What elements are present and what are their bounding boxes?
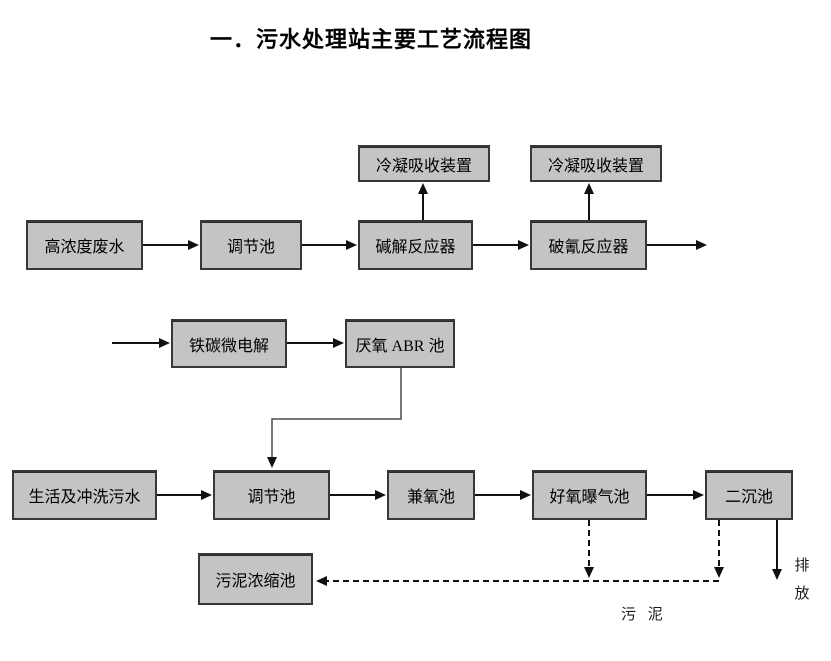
node-aerobic-aeration-tank: 好氧曝气池 <box>532 470 647 520</box>
node-condensation-absorption-left: 冷凝吸收装置 <box>358 145 490 182</box>
arrowhead-up-icon <box>584 183 594 194</box>
arrowhead-down-icon <box>714 567 724 578</box>
sludge-label: 污 泥 <box>621 607 667 623</box>
node-iron-carbon-micro-electrolysis: 铁碳微电解 <box>171 319 287 368</box>
arrowhead-left-icon <box>316 576 327 586</box>
edge-clarifier-sludge-dashed <box>714 520 724 578</box>
arrowhead-down-icon <box>584 567 594 578</box>
arrowhead-right-icon <box>201 490 212 500</box>
node-sludge-thickening-tank: 污泥浓缩池 <box>198 553 313 605</box>
edge-facultative-to-aerobic <box>475 490 531 500</box>
edge-aerobic-sludge-dashed <box>584 520 594 578</box>
node-domestic-flushing-sewage: 生活及冲洗污水 <box>12 470 157 520</box>
node-facultative-tank: 兼氧池 <box>387 470 475 520</box>
edge-sludge-to-thickener-dashed <box>316 576 719 586</box>
edge-clarifier-discharge <box>772 520 782 580</box>
node-regulating-tank-bottom: 调节池 <box>213 470 330 520</box>
edge-domestic-to-regulating2 <box>157 490 212 500</box>
arrowhead-right-icon <box>696 240 707 250</box>
arrowhead-down-icon <box>772 569 782 580</box>
edge-regulating1-to-alkaline <box>302 240 357 250</box>
edge-inflow-to-ironcarbon <box>112 338 170 348</box>
edge-ironcarbon-to-abr <box>287 338 344 348</box>
arrowhead-right-icon <box>159 338 170 348</box>
node-secondary-clarifier: 二沉池 <box>705 470 793 520</box>
page-title: 一．污水处理站主要工艺流程图 <box>210 27 533 52</box>
arrowhead-right-icon <box>333 338 344 348</box>
edge-highconc-to-regulating1 <box>143 240 199 250</box>
node-anaerobic-abr-tank: 厌氧 ABR 池 <box>345 319 455 368</box>
arrowhead-right-icon <box>520 490 531 500</box>
arrowhead-up-icon <box>418 183 428 194</box>
edge-aerobic-to-clarifier <box>647 490 704 500</box>
node-high-concentration-wastewater: 高浓度废水 <box>26 220 143 270</box>
node-alkaline-hydrolysis-reactor: 碱解反应器 <box>358 220 473 270</box>
node-condensation-absorption-right: 冷凝吸收装置 <box>530 145 662 182</box>
node-cyanide-breaking-reactor: 破氰反应器 <box>530 220 647 270</box>
arrowhead-right-icon <box>518 240 529 250</box>
arrowhead-right-icon <box>375 490 386 500</box>
discharge-label: 排放 <box>794 558 810 602</box>
edge-cyanide-to-condenser2 <box>584 183 594 220</box>
arrowhead-right-icon <box>346 240 357 250</box>
arrowhead-down-icon <box>267 457 277 468</box>
arrowhead-right-icon <box>693 490 704 500</box>
node-regulating-tank-top: 调节池 <box>200 220 302 270</box>
arrowhead-right-icon <box>188 240 199 250</box>
edge-alkaline-to-condenser1 <box>418 183 428 220</box>
edge-regulating2-to-facultative <box>330 490 386 500</box>
edge-cyanide-outflow <box>647 240 707 250</box>
edge-abr-to-regulating2 <box>267 368 402 468</box>
edge-alkaline-to-cyanide <box>473 240 529 250</box>
